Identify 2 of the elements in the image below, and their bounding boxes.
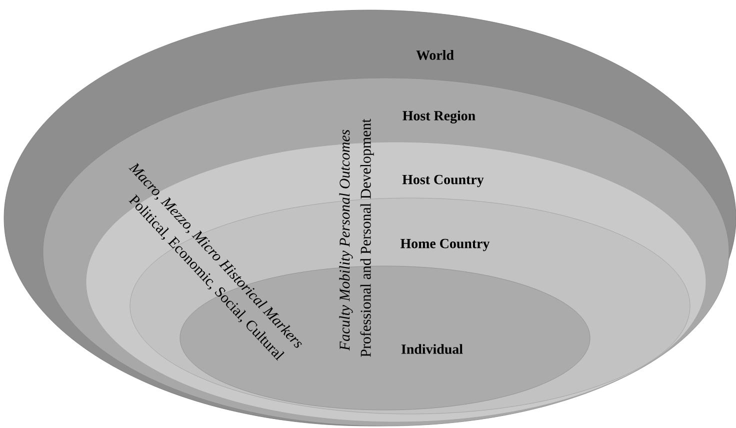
rotated-label: Faculty Mobility Personal Outcomes: [339, 130, 353, 351]
rotated-label: Professional and Personal Development: [360, 118, 374, 357]
